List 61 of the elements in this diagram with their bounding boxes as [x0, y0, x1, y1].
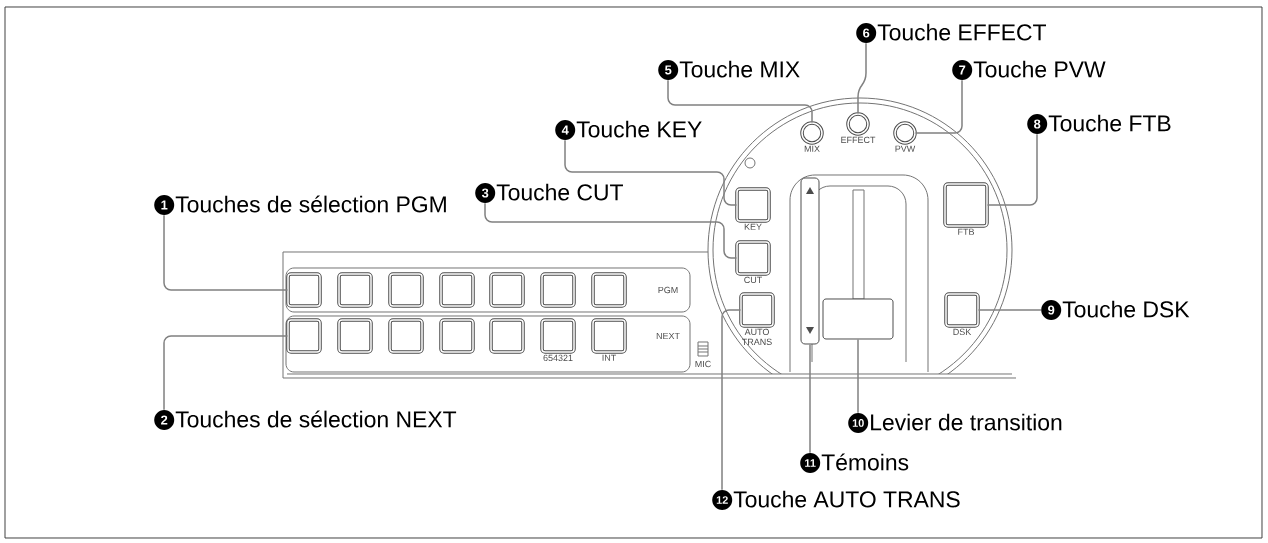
callout-number: 11: [800, 453, 821, 473]
panel-label: DSK: [953, 328, 972, 336]
callout-number: 12: [712, 490, 733, 510]
callout-label: Touche MIX: [679, 60, 800, 78]
push-button: [591, 272, 627, 308]
round-button: [800, 121, 824, 145]
callout-number: 10: [848, 413, 869, 433]
callout-number: 3: [475, 183, 496, 203]
push-button: [735, 240, 771, 276]
panel-label: NEXT: [656, 332, 680, 340]
callout-number: 6: [856, 23, 877, 43]
callout-label: Touche DSK: [1062, 300, 1190, 318]
panel-label: EFFECT: [841, 136, 876, 144]
panel-label: FTB: [958, 228, 974, 235]
fader-lever: [822, 298, 894, 340]
callout-number: 1: [154, 195, 175, 215]
push-button: [739, 292, 775, 328]
push-button: [439, 318, 475, 354]
callout-label: Touches de sélection PGM: [175, 195, 446, 213]
callout-label: Levier de transition: [871, 413, 1062, 431]
push-button: [489, 272, 525, 308]
callout-number: 7: [952, 60, 973, 80]
indicator-strip: [800, 177, 820, 345]
callout-number: 2: [154, 410, 175, 430]
callout-number: 9: [1041, 300, 1062, 320]
callout-label: Touches de sélection NEXT: [175, 410, 457, 428]
push-button: [944, 292, 980, 328]
push-button: [337, 272, 373, 308]
push-button: [489, 318, 525, 354]
callout-label: Touche KEY: [576, 120, 702, 138]
push-button: [337, 318, 373, 354]
push-button: [286, 318, 322, 354]
panel-label: MIC: [695, 360, 711, 368]
push-button: [388, 272, 424, 308]
callout-label: Touche PVW: [973, 60, 1106, 78]
callout-number: 8: [1027, 114, 1048, 134]
callout-number: 4: [555, 120, 576, 140]
panel-label: 654321: [543, 354, 573, 362]
callout-number: 5: [658, 60, 679, 80]
panel-label: AUTO TRANS: [742, 328, 772, 345]
panel-label: KEY: [744, 223, 762, 230]
panel-label: MIX: [804, 145, 820, 152]
push-button: [388, 318, 424, 354]
callout-label: Touche EFFECT: [877, 23, 1046, 41]
push-button: [735, 187, 771, 223]
push-button: [286, 272, 322, 308]
push-button: [540, 318, 576, 354]
round-button: [893, 121, 917, 145]
callout-label: Témoins: [821, 453, 909, 471]
callout-label: Touche AUTO TRANS: [733, 490, 960, 508]
callout-label: Touche FTB: [1048, 114, 1171, 132]
panel-label: INT: [602, 354, 616, 361]
push-button: [943, 182, 989, 228]
panel-label: CUT: [744, 276, 762, 284]
push-button: [540, 272, 576, 308]
push-button: [439, 272, 475, 308]
round-button: [846, 112, 870, 136]
panel-label: PGM: [658, 286, 678, 294]
push-button: [591, 318, 627, 354]
panel-label: PVW: [895, 145, 916, 152]
callout-label: Touche CUT: [496, 183, 623, 201]
